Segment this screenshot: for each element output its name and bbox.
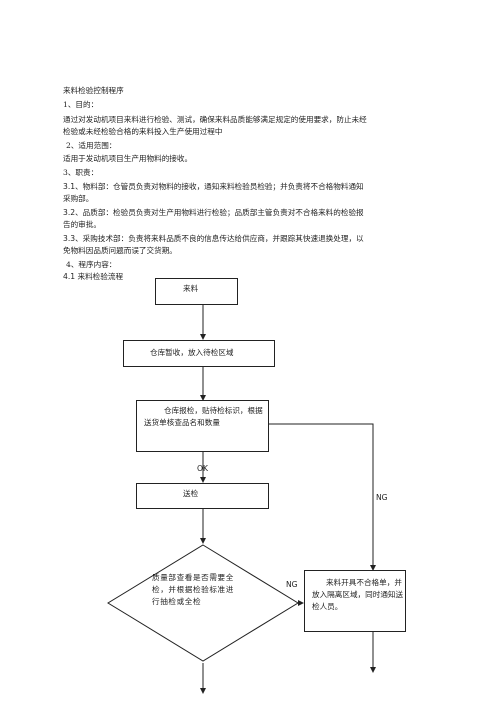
flow-box-warehouse-receive-label: 仓库暂收，放入待检区域: [150, 348, 234, 357]
section-1-heading: 1、目的：: [63, 100, 99, 109]
ng-label-right: NG: [376, 493, 388, 502]
section-1-body-line-1: 通过对发动机项目来料进行检验、测试，确保来料品质能够满足规定的使用要求，防止未经: [63, 115, 367, 124]
section-3-3: 3.3、采购技术部：负责将来料品质不良的信息传达给供应商，并跟踪其快速退换处理，…: [63, 233, 364, 244]
flow-box-inspection-request: 仓库报检，贴待检标识，根据送货单核查品名和数量: [136, 400, 269, 452]
flow-box-nonconforming-label: 来料开具不合格单，并放入隔离区域，同时通知送检人员。: [312, 578, 404, 611]
section-3-1: 3.1、物料部：仓管员负责对物料的接收，通知来料检验员检验；并负责将不合格物料通…: [63, 181, 364, 192]
section-3-2-line-2: 告的审批。: [63, 220, 101, 229]
section-2-body: 适用于发动机项目生产用物料的接收。: [63, 154, 193, 163]
section-3-heading: 3、职责：: [63, 168, 99, 177]
decision-diamond-label: 质量部查看是否需要全检，并根据检验标准进行抽检或全检: [152, 573, 234, 606]
section-3-1-line-1: 物料部：仓管员负责对物料的接收，通知来料检验员检验；并负责将不合格物料通知: [82, 182, 364, 191]
ng-label-middle: NG: [286, 580, 298, 589]
flow-box-warehouse-receive: 仓库暂收，放入待检区域: [123, 340, 275, 367]
section-3-1-line-2: 采购部。: [63, 194, 94, 203]
flow-box-incoming-label: 来料: [183, 284, 199, 293]
section-4-heading: 4、程序内容：: [66, 260, 117, 269]
section-3-3-line-2: 免物料因品质问题而误了交货期。: [63, 246, 177, 255]
section-3-2-line-1: 品质部：检验员负责对生产用物料进行检验；品质部主管负责对不合格来料的检验报: [82, 208, 364, 217]
section-3-3-number: 3.3、: [63, 234, 83, 243]
section-2-heading: 2、适用范围：: [66, 141, 117, 150]
section-3-2: 3.2、品质部：检验员负责对生产用物料进行检验；品质部主管负责对不合格来料的检验…: [63, 207, 364, 218]
decision-diamond: [107, 544, 299, 662]
section-1-body-line-2: 检验或未经检验合格的来料投入生产使用过程中: [63, 127, 223, 136]
doc-title: 来料检验控制程序: [63, 86, 124, 95]
section-4-1-heading: 4.1 来料检验流程: [63, 272, 124, 281]
section-3-3-line-1: 采购技术部：负责将来料品质不良的信息传达给供应商，并跟踪其快速退换处理，以: [82, 234, 364, 243]
section-3-1-number: 3.1、: [63, 182, 83, 191]
flow-box-send-inspection: 送检: [136, 483, 269, 509]
section-3-2-number: 3.2、: [63, 208, 83, 217]
flow-box-send-inspection-label: 送检: [183, 489, 199, 498]
flow-box-nonconforming: 来料开具不合格单，并放入隔离区域，同时通知送检人员。: [304, 570, 406, 632]
flow-box-inspection-request-label: 仓库报检，贴待检标识，根据送货单核查品名和数量: [144, 406, 263, 427]
flow-box-incoming: 来料: [155, 278, 238, 305]
ok-label: OK: [197, 464, 208, 473]
